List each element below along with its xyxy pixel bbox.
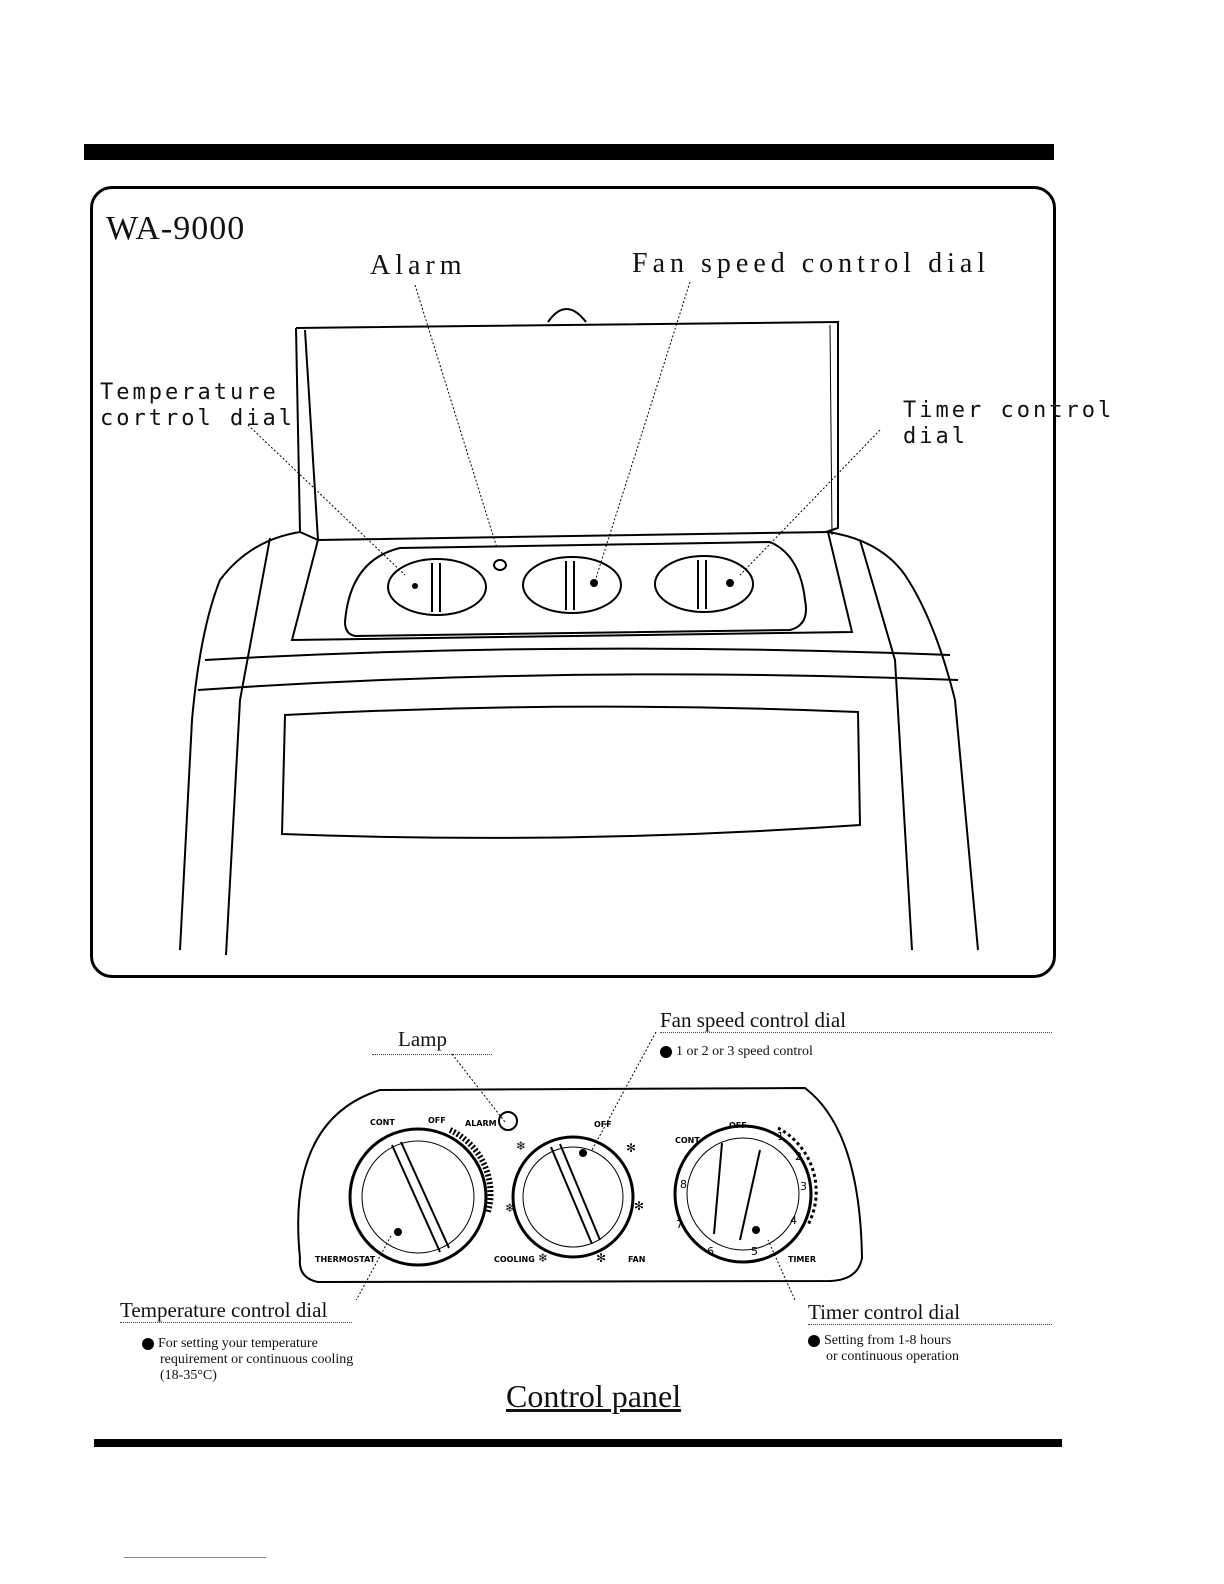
fan-speed-note-text: 1 or 2 or 3 speed control bbox=[676, 1044, 813, 1059]
timer-text: TIMER bbox=[788, 1255, 816, 1264]
timer-mark-7: 7 bbox=[676, 1218, 683, 1231]
timer-note-line1: Setting from 1-8 hours bbox=[824, 1333, 952, 1348]
timer-mark-5: 5 bbox=[751, 1245, 758, 1258]
model-label: WA-9000 bbox=[106, 210, 246, 247]
temperature-note-line1: For setting your temperature bbox=[158, 1336, 318, 1351]
temperature-callout-line2: cortrol dial bbox=[100, 406, 295, 431]
timer-underline bbox=[808, 1324, 1052, 1325]
timer-mark-6: 6 bbox=[707, 1245, 714, 1258]
off-mid-text: OFF bbox=[594, 1120, 612, 1129]
timer-mark-4: 4 bbox=[790, 1214, 797, 1227]
temperature-note: For setting your temperature requirement… bbox=[142, 1336, 353, 1384]
fan-icon: ✻ bbox=[626, 1141, 636, 1155]
fan-speed-callout: Fan speed control dial bbox=[632, 248, 991, 279]
unit-illustration-frame bbox=[90, 186, 1056, 978]
off-right-text: OFF bbox=[729, 1121, 747, 1130]
timer-callout: Timer control dial bbox=[903, 398, 1114, 450]
timer-note-line2: or continuous operation bbox=[826, 1349, 959, 1364]
cooling-text: COOLING bbox=[494, 1255, 535, 1264]
top-rule bbox=[84, 144, 1054, 160]
temperature-underline bbox=[120, 1322, 352, 1323]
timer-mark-2: 2 bbox=[795, 1150, 802, 1163]
timer-callout-line2: dial bbox=[903, 424, 968, 449]
timer-callout-line1: Timer control bbox=[903, 398, 1115, 423]
off-left-text: OFF bbox=[428, 1116, 446, 1125]
fan-text: FAN bbox=[628, 1255, 645, 1264]
fan-icon: ✻ bbox=[634, 1199, 644, 1213]
snowflake-icon: ❄ bbox=[516, 1139, 526, 1153]
timer-title: Timer control dial bbox=[808, 1300, 961, 1324]
lamp-underline bbox=[372, 1054, 492, 1055]
fan-icon: ✻ bbox=[596, 1251, 606, 1265]
timer-note: Setting from 1-8 hours or continuous ope… bbox=[808, 1333, 959, 1365]
temperature-callout-line1: Temperature bbox=[100, 380, 279, 405]
lamp-label: Lamp bbox=[398, 1027, 447, 1051]
temperature-note-line3: (18-35°C) bbox=[160, 1368, 217, 1383]
fan-speed-title: Fan speed control dial bbox=[660, 1008, 847, 1032]
timer-mark-8: 8 bbox=[680, 1178, 687, 1191]
cont-left-text: CONT bbox=[370, 1118, 395, 1127]
control-panel-drawing: CONT OFF ALARM OFF CONT OFF THERMOSTAT C… bbox=[297, 1031, 864, 1300]
fan-speed-underline bbox=[660, 1032, 1052, 1033]
alarm-callout: Alarm bbox=[370, 250, 467, 281]
temperature-note-line2: requirement or continuous cooling bbox=[160, 1352, 354, 1367]
thermostat-text: THERMOSTAT bbox=[315, 1255, 376, 1264]
alarm-text: ALARM bbox=[465, 1119, 497, 1128]
timer-mark-1: 1 bbox=[777, 1130, 784, 1143]
fan-speed-note: 1 or 2 or 3 speed control bbox=[660, 1044, 813, 1060]
figure-caption: Control panel bbox=[506, 1378, 682, 1414]
bottom-rule bbox=[94, 1439, 1062, 1447]
bullet-icon bbox=[142, 1337, 154, 1350]
cont-right-text: CONT bbox=[675, 1136, 700, 1145]
snowflake-icon: ❄ bbox=[505, 1201, 515, 1215]
bullet-icon bbox=[660, 1045, 672, 1058]
footer-blue-line bbox=[124, 1557, 266, 1558]
timer-mark-3: 3 bbox=[800, 1180, 807, 1193]
air-conditioner-drawing bbox=[179, 281, 979, 956]
snowflake-icon: ❄ bbox=[538, 1251, 548, 1265]
temperature-callout: Temperature cortrol dial bbox=[100, 380, 295, 432]
bullet-icon bbox=[808, 1334, 820, 1347]
temperature-title: Temperature control dial bbox=[120, 1298, 328, 1322]
